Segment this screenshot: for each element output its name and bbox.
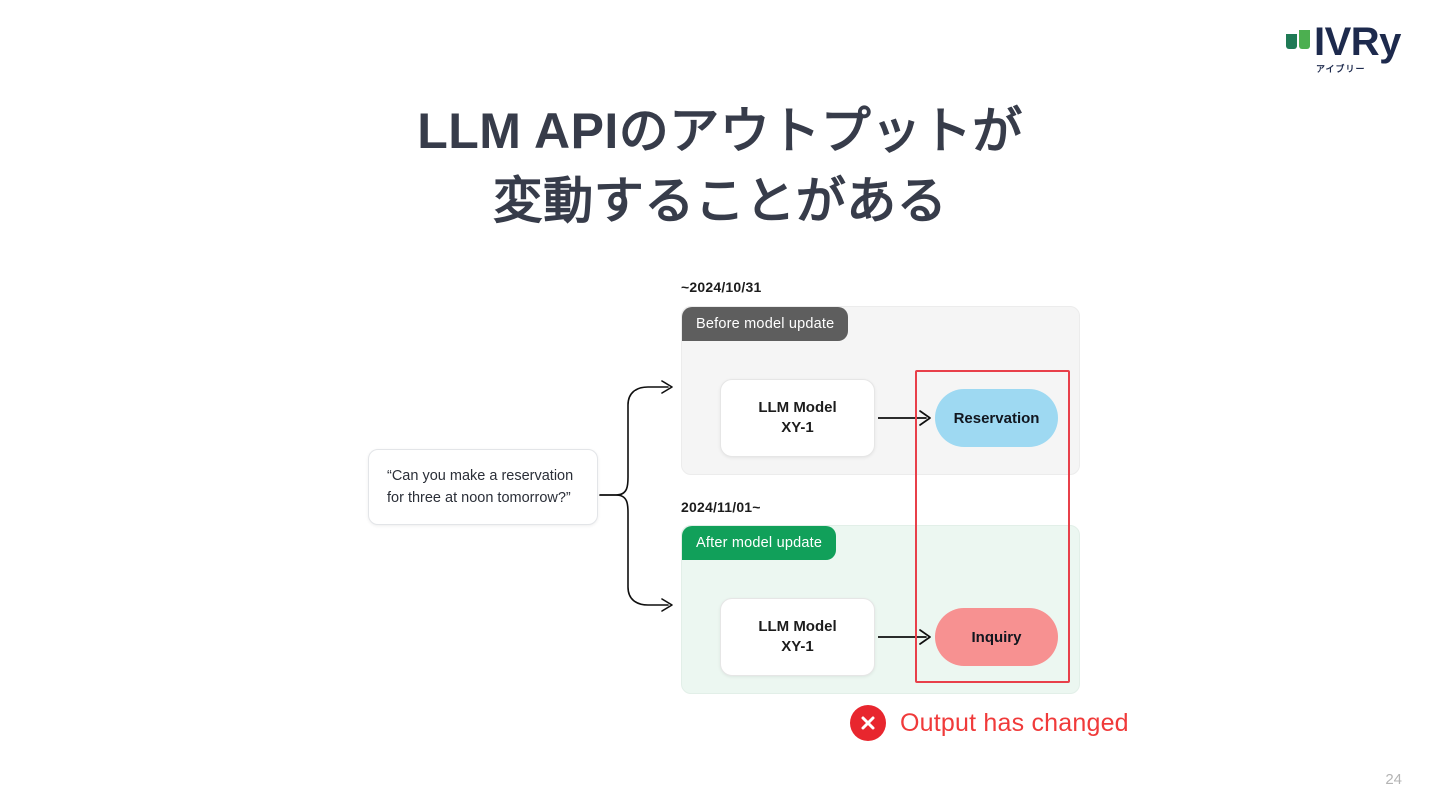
panel-tab-after: After model update [682,526,837,560]
slide-title-line-2: 変動することがある [492,173,948,229]
slide-title: LLM APIのアウトプットが 変動することがある [0,96,1440,236]
date-label-before: ~2024/10/31 [681,279,762,295]
flow-arrow-before [877,407,936,429]
panel-after-model-update: After model update LLM Model XY-1 Inquir… [681,525,1080,694]
output-pill-after: Inquiry [935,608,1058,666]
model-name-line-1: LLM Model [758,399,837,416]
logo-mark-dark-green-icon [1286,34,1297,49]
panel-tab-before: Before model update [682,307,849,341]
model-box-before: LLM Model XY-1 [720,379,875,457]
logo-marks [1286,30,1316,50]
model-box-after: LLM Model XY-1 [720,598,875,676]
logo-kana: アイブリー [1316,64,1366,74]
output-pill-before: Reservation [935,389,1058,447]
output-changed-text: Output has changed [900,708,1129,737]
user-prompt-text: “Can you make a reservation for three at… [387,468,574,506]
logo-mark-light-green-icon [1299,30,1310,49]
user-prompt-box: “Can you make a reservation for three at… [368,449,598,525]
error-x-icon [850,705,886,741]
date-label-after: 2024/11/01~ [681,499,761,515]
ivry-logo: IVRy アイブリー [1282,20,1412,74]
branch-connector [598,375,688,615]
flow-arrow-after [877,626,936,648]
model-name-line-2: XY-1 [781,638,814,655]
panel-before-model-update: Before model update LLM Model XY-1 Reser… [681,306,1080,475]
model-name-line-2: XY-1 [781,419,814,436]
logo-wordmark: IVRy [1314,20,1401,64]
model-name-line-1: LLM Model [758,618,837,635]
output-changed-callout: Output has changed [850,705,1129,741]
slide-title-line-1: LLM APIのアウトプットが [417,103,1023,159]
page-number: 24 [1385,771,1402,788]
